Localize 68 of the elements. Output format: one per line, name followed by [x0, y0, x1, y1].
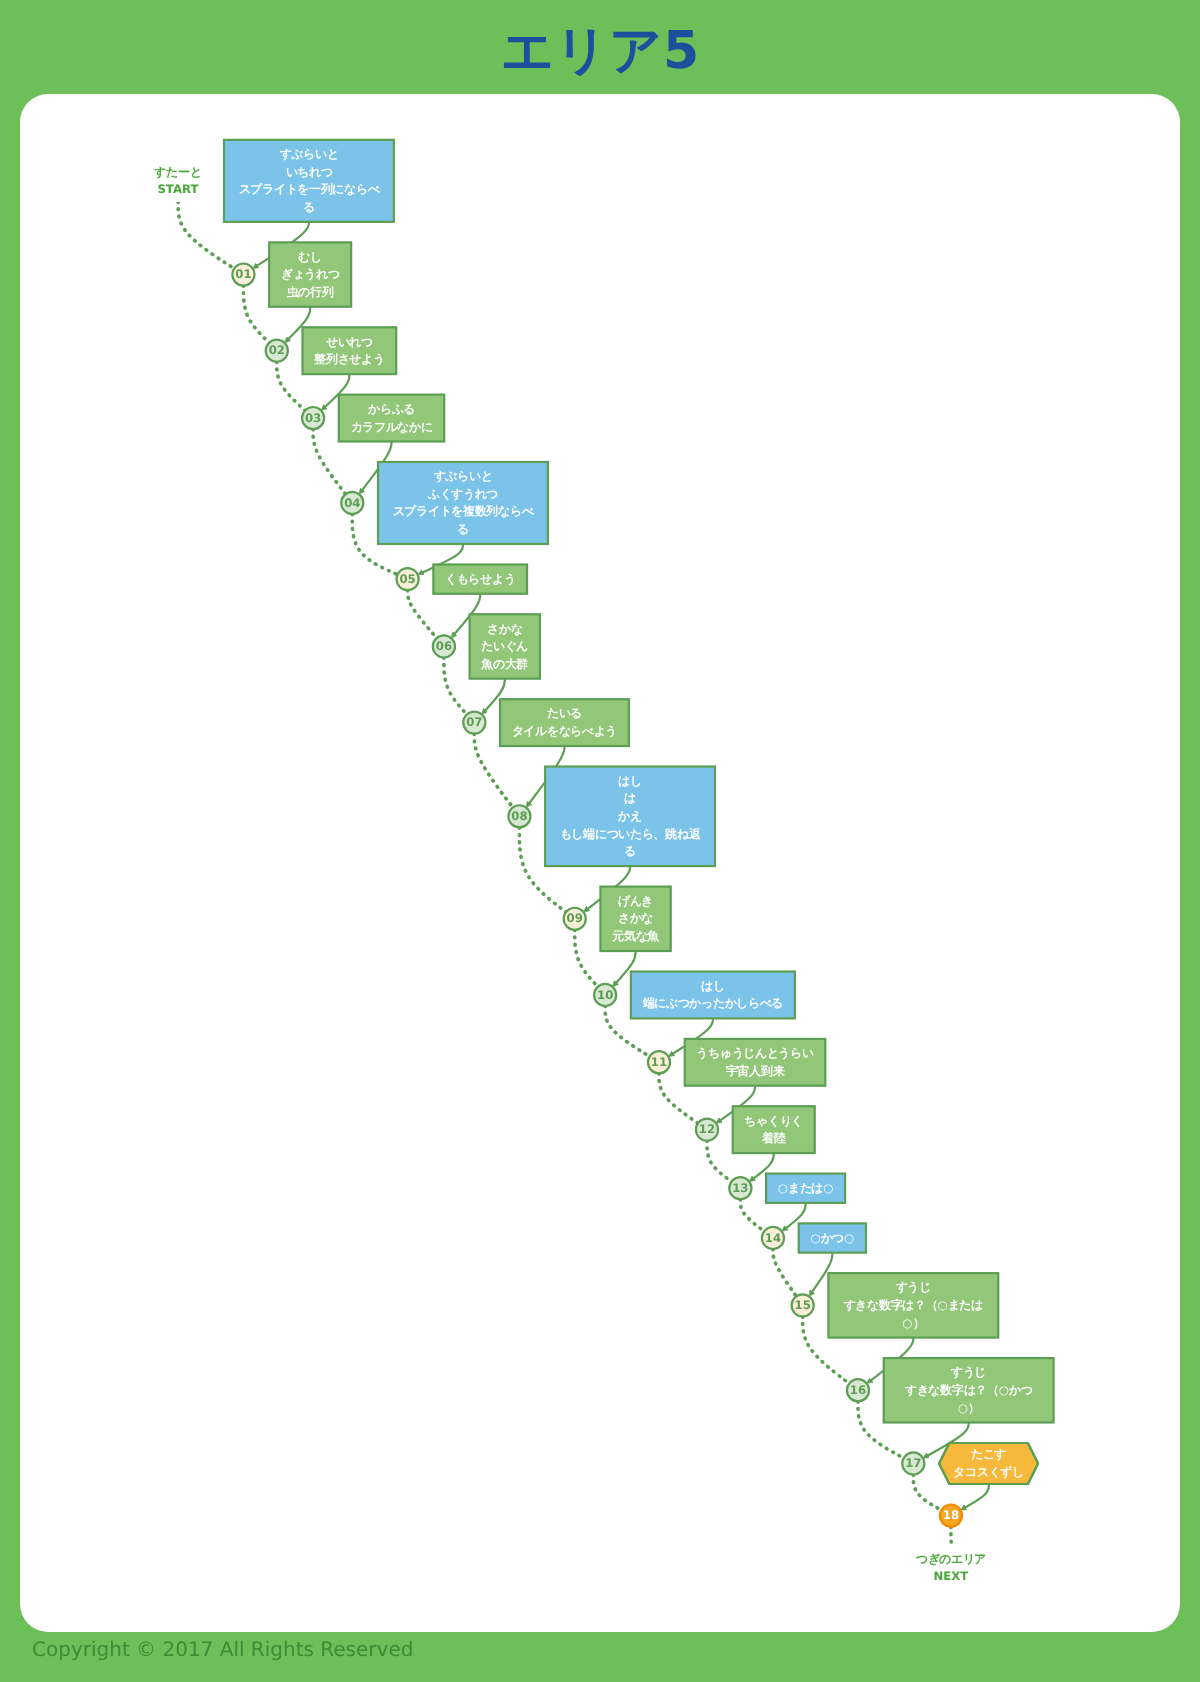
arrow: [612, 950, 637, 986]
node-box: [629, 969, 796, 1019]
node-box: [337, 392, 446, 442]
node-circle: [562, 905, 587, 930]
node-circle: [728, 1175, 753, 1200]
connector: [657, 1070, 700, 1125]
arrow: [715, 1084, 757, 1123]
arrow: [960, 1483, 991, 1510]
node-circle: [694, 1116, 720, 1141]
node-box: [827, 1271, 1000, 1338]
connector: [241, 282, 271, 344]
node-box: [498, 697, 630, 747]
node-circle: [760, 1224, 786, 1250]
arrow: [450, 592, 482, 638]
arrow: [922, 1421, 970, 1458]
node-box: [468, 612, 541, 679]
node-box: [222, 137, 395, 222]
connector: [472, 730, 515, 809]
node-box: [797, 1221, 868, 1253]
node-circle: [340, 489, 365, 515]
connector: [911, 1471, 944, 1511]
node-circle: [938, 1502, 964, 1527]
node-box: [301, 325, 398, 375]
node-circle: [901, 1450, 926, 1475]
node-box: [731, 1104, 816, 1154]
node-circle: [646, 1049, 672, 1074]
connector: [274, 358, 307, 412]
connector: [176, 198, 236, 270]
node-circle: [507, 803, 532, 828]
node-circle: [395, 565, 420, 591]
node-circle: [264, 337, 289, 362]
node-circle: [845, 1377, 871, 1402]
connector: [517, 824, 568, 913]
node-circle: [462, 709, 487, 734]
node-box: [599, 884, 672, 952]
connector: [800, 1313, 852, 1385]
connector: [572, 927, 600, 988]
arrow: [284, 305, 312, 343]
node-circle: [431, 633, 457, 658]
node-circle: [231, 261, 256, 286]
node-circle: [593, 981, 618, 1007]
connector: [405, 587, 439, 639]
arrow: [481, 677, 506, 714]
connector: [856, 1398, 906, 1459]
arrow: [808, 1251, 834, 1296]
connector: [738, 1196, 766, 1233]
node-box: [268, 240, 353, 307]
arrow: [320, 373, 351, 410]
connector: [771, 1246, 799, 1298]
node-box: [432, 562, 529, 594]
connector: [442, 654, 469, 716]
arrow: [417, 542, 465, 575]
node-circle: [790, 1292, 815, 1317]
connector: [949, 1523, 954, 1549]
connector: [603, 1003, 652, 1058]
connector: [705, 1137, 734, 1183]
arrow: [781, 1201, 807, 1231]
page-title: エリア5: [498, 20, 702, 86]
node-box: [765, 1171, 847, 1203]
arrow: [748, 1152, 775, 1181]
connector: [311, 426, 348, 495]
node-box: [376, 459, 549, 545]
node-box: [544, 764, 717, 867]
node-circle: [300, 404, 326, 430]
connector: [350, 511, 400, 576]
arrow: [358, 440, 393, 494]
node-box: [683, 1036, 827, 1086]
node-box: [882, 1355, 1055, 1423]
